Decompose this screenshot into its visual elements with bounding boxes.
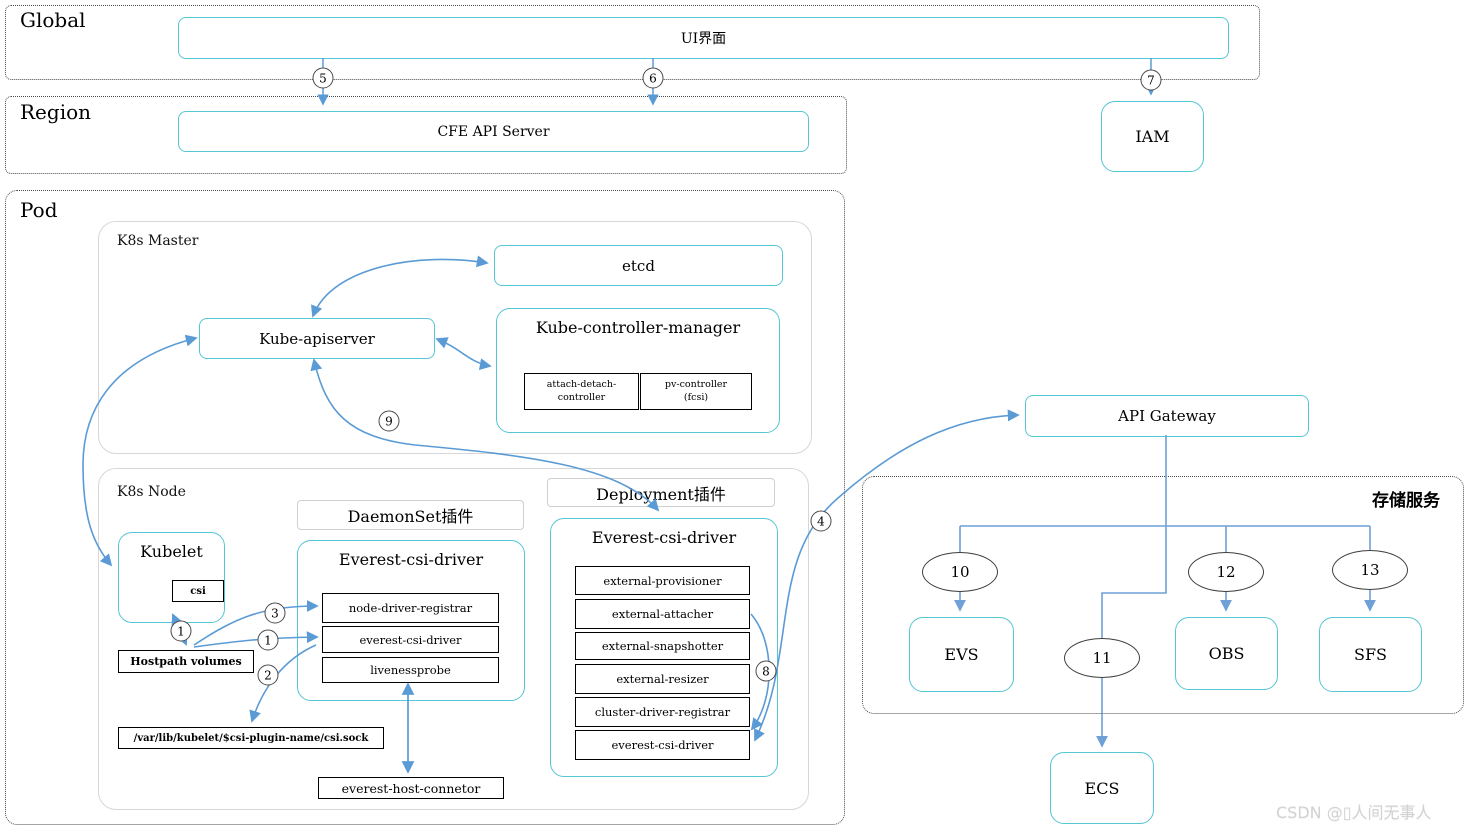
- pv-controller-line1: pv-controller: [664, 379, 728, 391]
- kube-apiserver-node: Kube-apiserver: [199, 318, 435, 359]
- step-2-badge: 2: [257, 664, 279, 686]
- external-snapshotter-node: external-snapshotter: [575, 632, 750, 660]
- step-10-badge: 10: [922, 552, 998, 592]
- attach-detach-line1: attach-detach-: [546, 379, 617, 391]
- external-resizer-node: external-resizer: [575, 664, 750, 694]
- everest-host-connector-node: everest-host-connetor: [318, 777, 504, 799]
- step-4-badge: 4: [810, 510, 832, 532]
- ecs-node: ECS: [1050, 752, 1154, 824]
- step-6-badge: 6: [642, 67, 664, 89]
- pod-zone-label: Pod: [20, 198, 58, 222]
- obs-node: OBS: [1175, 617, 1278, 690]
- daemonset-plugin-label: DaemonSet插件: [297, 500, 524, 530]
- region-zone-label: Region: [20, 100, 92, 124]
- everest-daemonset-title: Everest-csi-driver: [338, 550, 484, 569]
- step-8-badge: 8: [755, 660, 777, 682]
- everest-deployment-title: Everest-csi-driver: [591, 528, 737, 547]
- step-13-badge: 13: [1332, 550, 1408, 590]
- pv-controller-line2: (fcsi): [683, 391, 709, 403]
- everest-csi-driver-sidecar-node: everest-csi-driver: [575, 730, 750, 760]
- region-zone: [5, 96, 847, 174]
- step-5-badge: 5: [312, 67, 334, 89]
- hostpath-volumes-node: Hostpath volumes: [118, 650, 254, 673]
- iam-node: IAM: [1101, 101, 1204, 172]
- attach-detach-line2: controller: [557, 391, 606, 403]
- etcd-node: etcd: [494, 245, 783, 286]
- csi-sock-path-node: /var/lib/kubelet/$csi-plugin-name/csi.so…: [118, 727, 384, 749]
- global-zone: [5, 5, 1260, 80]
- node-driver-registrar-node: node-driver-registrar: [322, 593, 499, 623]
- kube-controller-manager-title: Kube-controller-manager: [535, 318, 741, 337]
- ui-node: UI界面: [178, 17, 1229, 59]
- k8s-master-label: K8s Master: [117, 233, 199, 249]
- deployment-plugin-label: Deployment插件: [547, 478, 775, 507]
- storage-services-label: 存储服务: [1372, 491, 1440, 511]
- livenessprobe-node: livenessprobe: [322, 657, 499, 683]
- pv-controller-node: pv-controller (fcsi): [640, 373, 752, 410]
- api-gateway-node: API Gateway: [1025, 395, 1309, 437]
- kube-controller-manager-node: Kube-controller-manager: [496, 308, 780, 433]
- everest-csi-driver-container-node: everest-csi-driver: [322, 626, 499, 653]
- kubelet-node: Kubelet: [118, 532, 225, 623]
- evs-node: EVS: [909, 617, 1014, 692]
- cluster-driver-registrar-node: cluster-driver-registrar: [575, 697, 750, 727]
- external-provisioner-node: external-provisioner: [575, 566, 750, 595]
- step-7-badge: 7: [1140, 69, 1162, 91]
- csi-node: csi: [172, 580, 224, 602]
- cfe-api-server-node: CFE API Server: [178, 111, 809, 152]
- step-9-badge: 9: [378, 410, 400, 432]
- attach-detach-controller-node: attach-detach- controller: [524, 373, 639, 410]
- sfs-node: SFS: [1319, 617, 1422, 692]
- step-1-badge-kubelet: 1: [170, 620, 192, 642]
- step-3-badge: 3: [264, 602, 286, 624]
- step-1-badge-driver: 1: [257, 629, 279, 651]
- global-zone-label: Global: [20, 8, 86, 32]
- kubelet-title: Kubelet: [140, 542, 203, 561]
- external-attacher-node: external-attacher: [575, 599, 750, 629]
- k8s-node-label: K8s Node: [117, 484, 186, 500]
- step-11-badge: 11: [1064, 638, 1140, 678]
- csdn-watermark: CSDN @▯人间无事人: [1276, 803, 1432, 822]
- step-12-badge: 12: [1188, 552, 1264, 592]
